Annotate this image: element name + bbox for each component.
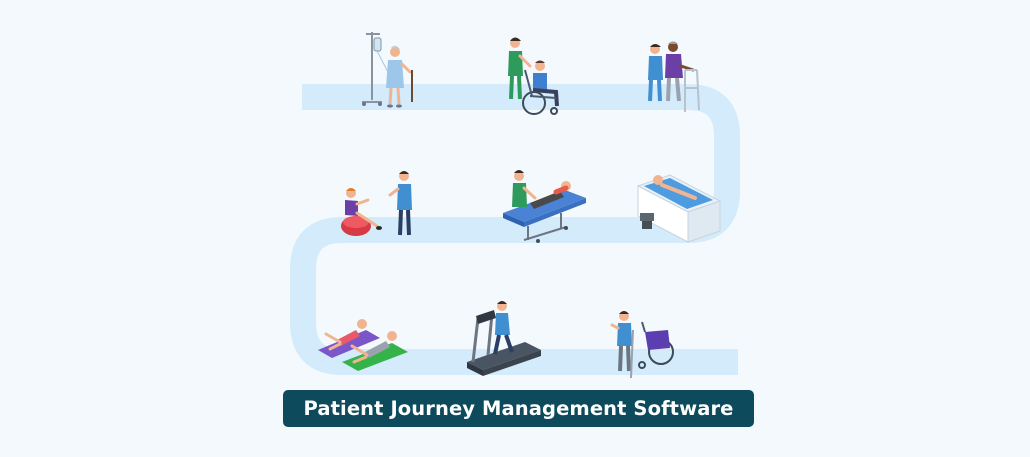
hydrotherapy-bath-icon	[636, 174, 722, 243]
diagram-title: Patient Journey Management Software	[303, 397, 734, 420]
crutch-wheelchair-icon	[610, 311, 674, 379]
title-banner: Patient Journey Management Software	[283, 390, 754, 427]
wheelchair-nurse-icon	[508, 37, 559, 115]
balance-exercise-icon	[341, 171, 412, 236]
massage-table-icon	[503, 170, 586, 243]
journey-path	[290, 84, 740, 375]
treadmill-icon	[467, 301, 541, 376]
floor-mat-exercise-icon	[318, 319, 408, 371]
walker-assist-icon	[648, 41, 700, 112]
iv-drip-patient-icon	[362, 32, 413, 108]
